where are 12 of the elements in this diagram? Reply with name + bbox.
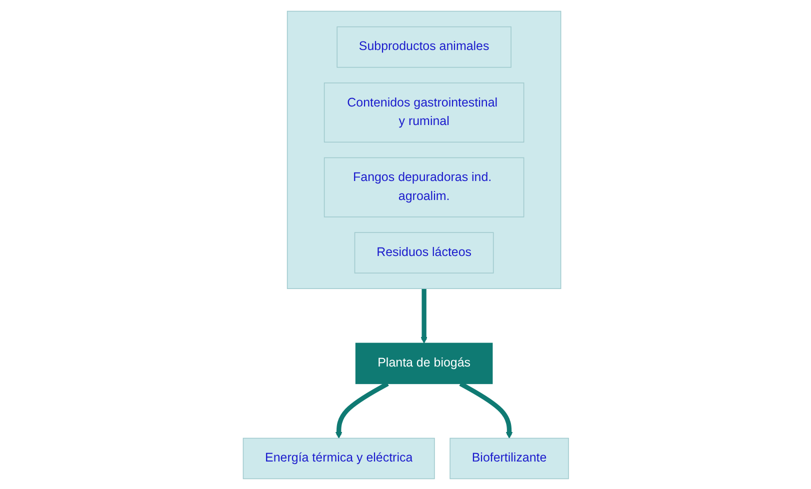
node-box [242, 437, 434, 479]
node-box [354, 232, 494, 273]
node-box [355, 342, 492, 384]
node-box [324, 156, 524, 217]
cluster [286, 10, 561, 289]
flowchart-drawing: Subproductos animales Contenidos gastrointestinal y ruminal Fangos depuradoras ind. agroalim. Residuos lácteos Planta de biogás Energía térmica y eléctrica Biofertilizante [236, 4, 574, 484]
node-box [336, 26, 512, 68]
arrow [335, 381, 388, 438]
arrow [420, 288, 428, 343]
arrow [458, 381, 512, 438]
node-box [449, 437, 569, 479]
node-box [324, 82, 524, 142]
